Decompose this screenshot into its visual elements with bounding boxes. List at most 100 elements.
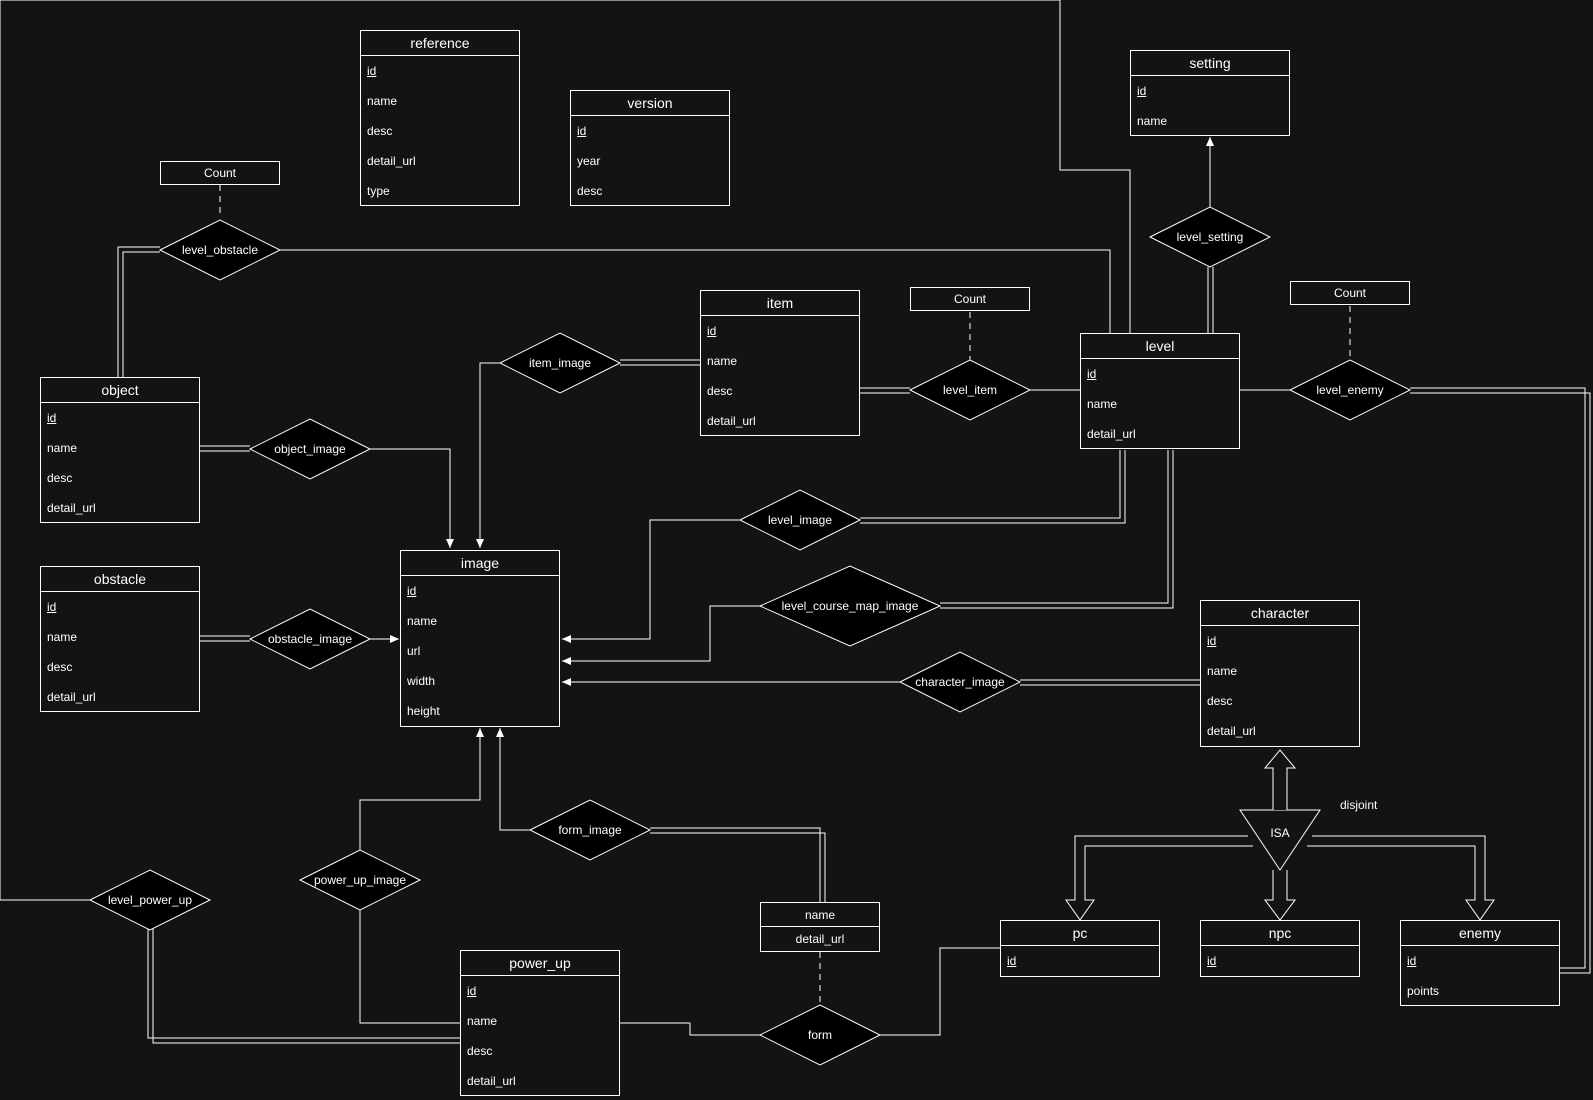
rel-object-image-diamond	[250, 419, 370, 479]
entity-setting[interactable]: setting id name	[1130, 50, 1290, 136]
rel-form-image-label: form_image	[558, 823, 622, 837]
entity-level[interactable]: level id name detail_url	[1080, 333, 1240, 449]
entity-character-title: character	[1201, 601, 1359, 626]
entity-attribute: name	[1207, 664, 1238, 678]
entity-version[interactable]: version id year desc	[570, 90, 730, 206]
entity-attribute: detail_url	[467, 1074, 516, 1088]
entity-attribute: year	[577, 154, 601, 168]
entity-npc[interactable]: npc id	[1200, 920, 1360, 977]
entity-enemy[interactable]: enemy id points	[1400, 920, 1560, 1006]
entity-attribute: name	[47, 630, 78, 644]
entity-attribute: id	[47, 600, 57, 614]
entity-attribute: desc	[47, 660, 73, 674]
rel-level-setting-diamond	[1150, 207, 1270, 267]
rel-power-up-image-label: power_up_image	[313, 873, 407, 887]
entity-item[interactable]: item id name desc detail_url	[700, 290, 860, 436]
entity-reference-title: reference	[361, 31, 519, 56]
entity-attribute: name	[1137, 114, 1168, 128]
form-detail-url-attribute: detail_url	[795, 932, 845, 946]
entity-attribute: id	[1007, 954, 1017, 968]
rel-level-image-diamond	[740, 490, 860, 550]
entity-character[interactable]: character id name desc detail_url	[1200, 600, 1360, 747]
entity-image[interactable]: image id name url width height	[400, 550, 560, 727]
entity-setting-title: setting	[1131, 51, 1289, 76]
entity-attribute: detail_url	[1207, 724, 1256, 738]
entity-attribute: name	[1087, 397, 1118, 411]
rel-item-image-label: item_image	[528, 356, 592, 370]
entity-object[interactable]: object id name desc detail_url	[40, 377, 200, 523]
entity-attribute: id	[1207, 634, 1217, 648]
entity-attribute: detail_url	[707, 414, 756, 428]
rel-level-setting-label: level_setting	[1176, 230, 1244, 244]
entity-attribute: url	[407, 644, 421, 658]
form-attributes-box: name detail_url	[760, 902, 880, 952]
entity-reference[interactable]: reference id name desc detail_url type	[360, 30, 520, 206]
rel-level-course-map-image-label: level_course_map_image	[781, 599, 919, 613]
rel-obstacle-image-label: obstacle_image	[267, 632, 353, 646]
rel-item-image-diamond	[500, 333, 620, 393]
entity-obstacle-title: obstacle	[41, 567, 199, 592]
entity-attribute: name	[47, 441, 78, 455]
entity-attribute: height	[407, 704, 440, 718]
entity-attribute: name	[367, 94, 398, 108]
entity-version-title: version	[571, 91, 729, 116]
entity-attribute: points	[1407, 984, 1440, 998]
isa-arrow-to-enemy	[1307, 836, 1494, 920]
rel-level-item-label: level_item	[942, 383, 998, 397]
entity-pc-title: pc	[1001, 921, 1159, 946]
rel-object-image-label: object_image	[274, 442, 346, 456]
rel-form-label: form	[808, 1028, 832, 1042]
rel-level-course-map-image-diamond	[760, 566, 940, 646]
isa-triangle	[1240, 810, 1320, 870]
connector-level-obstacle-level	[280, 250, 1110, 333]
entity-attribute: id	[1207, 954, 1217, 968]
entity-enemy-title: enemy	[1401, 921, 1559, 946]
count-attribute-item: Count	[910, 287, 1030, 311]
entity-pc[interactable]: pc id	[1000, 920, 1160, 977]
entity-attribute: detail_url	[367, 154, 416, 168]
entity-attribute: name	[407, 614, 438, 628]
entity-attribute: desc	[1207, 694, 1233, 708]
entity-attribute: name	[707, 354, 738, 368]
entity-image-title: image	[401, 551, 559, 576]
rel-level-enemy-label: level_enemy	[1316, 383, 1384, 397]
entity-item-title: item	[701, 291, 859, 316]
entity-attribute: desc	[467, 1044, 493, 1058]
rel-character-image-label: character_image	[915, 675, 1005, 689]
entity-attribute: id	[367, 64, 377, 78]
rel-level-power-up-label: level_power_up	[107, 893, 193, 907]
entity-attribute: desc	[367, 124, 393, 138]
entity-attribute: type	[367, 184, 390, 198]
count-attribute-enemy: Count	[1290, 281, 1410, 305]
entity-attribute: id	[47, 411, 57, 425]
rel-level-obstacle-label: level_obstacle	[181, 243, 259, 257]
entity-attribute: id	[1087, 367, 1097, 381]
rel-obstacle-image-diamond	[250, 609, 370, 669]
entity-attribute: name	[467, 1014, 498, 1028]
entity-power-up[interactable]: power_up id name desc detail_url	[460, 950, 620, 1096]
rel-level-item-diamond	[910, 360, 1030, 420]
entity-obstacle[interactable]: obstacle id name desc detail_url	[40, 566, 200, 712]
entity-attribute: id	[1137, 84, 1147, 98]
entity-attribute: id	[577, 124, 587, 138]
rel-level-image-label: level_image	[767, 513, 833, 527]
entity-attribute: id	[1407, 954, 1417, 968]
entity-power-up-title: power_up	[461, 951, 619, 976]
entity-attribute: detail_url	[1087, 427, 1136, 441]
entity-attribute: desc	[707, 384, 733, 398]
entity-attribute: desc	[47, 471, 73, 485]
form-name-attribute: name	[761, 903, 879, 927]
isa-arrow-to-character	[1265, 750, 1295, 810]
entity-level-title: level	[1081, 334, 1239, 359]
rel-level-obstacle-diamond	[160, 220, 280, 280]
connector-level-power-up-frame	[0, 0, 1130, 900]
entity-attribute: detail_url	[47, 501, 96, 515]
entity-attribute: id	[407, 584, 417, 598]
entity-attribute: id	[467, 984, 477, 998]
isa-arrow-to-npc	[1265, 870, 1295, 920]
rel-level-enemy-diamond	[1290, 360, 1410, 420]
entity-attribute: id	[707, 324, 717, 338]
entity-npc-title: npc	[1201, 921, 1359, 946]
count-attribute-obstacle: Count	[160, 161, 280, 185]
